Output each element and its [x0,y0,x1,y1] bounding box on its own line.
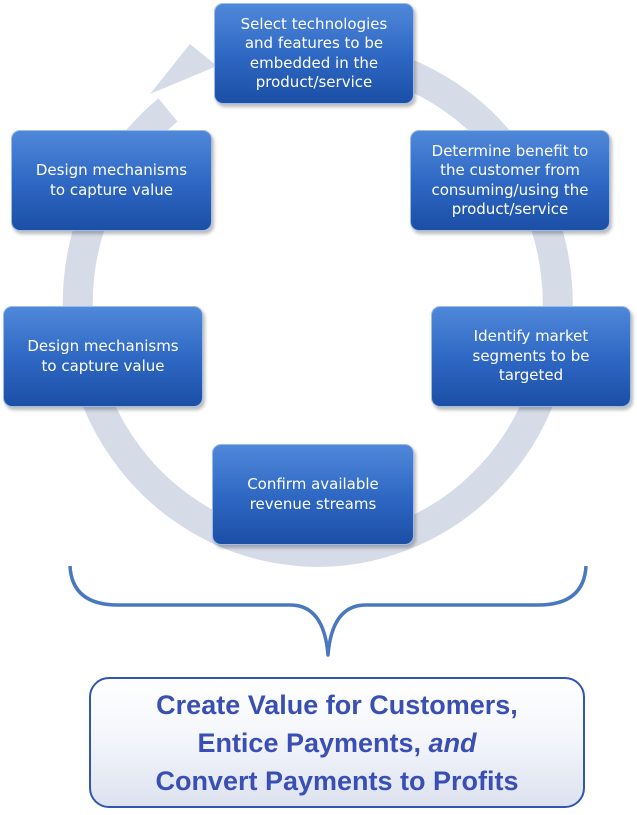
step-line: Confirm available [247,475,379,493]
summary-line-3: Convert Payments to Profits [155,765,519,796]
step-line: to capture value [41,356,165,375]
step-line: Design mechanisms [35,161,188,179]
step-line: Design mechanisms [27,337,179,355]
step-line: product/service [255,73,373,91]
summary-callout: Create Value for Customers, Entice Payme… [89,677,585,808]
step-line: the customer from [440,161,580,179]
step-line: revenue streams [249,494,377,513]
step-line: Identify market [473,327,589,346]
step-line: Select technologies [240,14,388,33]
step-select-technologies: Select technologies and features to be e… [214,3,414,104]
step-determine-benefit: Determine benefit to the customer from c… [410,130,610,231]
step-line: embedded in the [249,53,379,72]
step-design-capture-lower: Design mechanisms to capture value [3,306,203,407]
step-line: targeted [498,366,564,385]
step-line: segments to be [472,346,590,365]
summary-line-2-emphasis: and [428,727,477,758]
summary-line-2-text: Entice Payments, [197,727,429,758]
summary-line-1: Create Value for Customers, [156,689,518,720]
step-line: product/service [451,200,569,218]
step-identify-segments: Identify market segments to be targeted [431,306,631,407]
curly-brace [68,565,588,657]
step-line: to capture value [50,180,173,199]
step-line: and features to be [244,34,384,52]
step-confirm-revenue: Confirm available revenue streams [212,444,414,545]
step-line: Determine benefit to [431,141,589,160]
cycle-arrowhead [150,44,217,94]
step-design-capture-upper: Design mechanisms to capture value [11,130,212,231]
summary-line-2: Entice Payments, and [197,724,476,762]
step-line: consuming/using the [431,180,589,199]
